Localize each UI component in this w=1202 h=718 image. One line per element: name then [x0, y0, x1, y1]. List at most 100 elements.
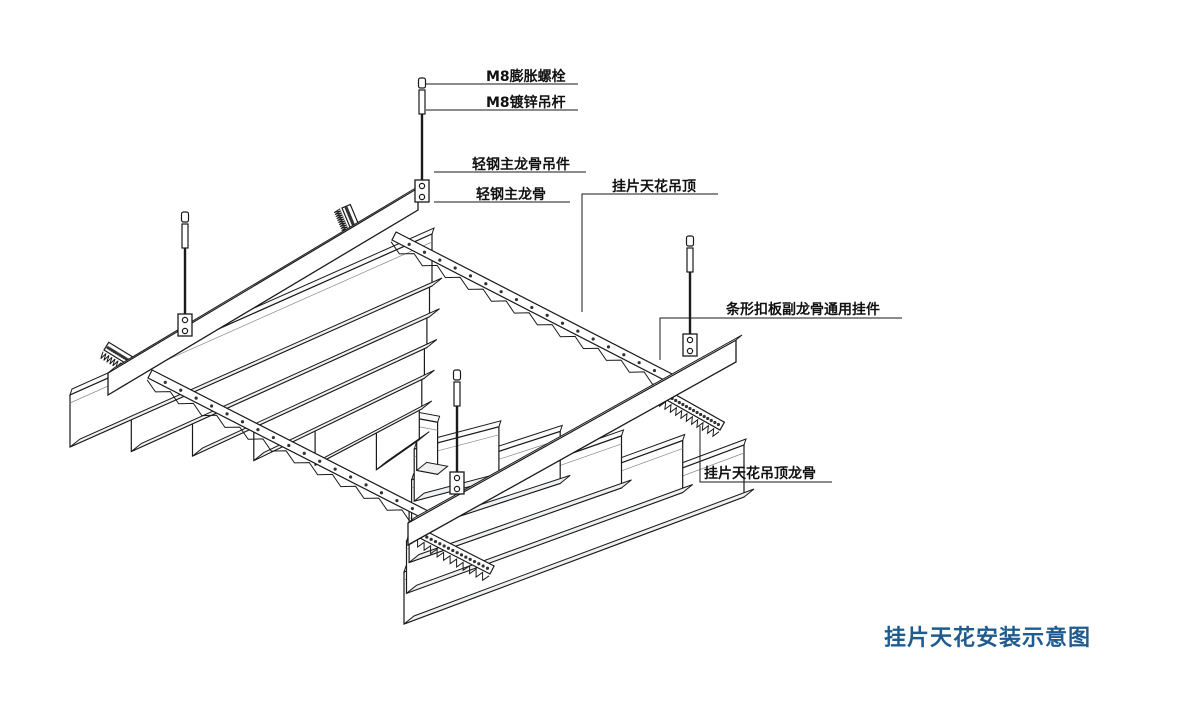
- carrier-hole: [451, 548, 455, 553]
- carrier-hole: [514, 297, 519, 302]
- main-keel: [407, 334, 743, 547]
- carrier-hole: [348, 475, 353, 479]
- carrier-hole: [240, 420, 245, 424]
- carrier-teeth: [146, 379, 426, 523]
- carrier-hole: [459, 553, 464, 557]
- hanger-screw: [453, 474, 461, 482]
- carrier-hole: [438, 258, 442, 262]
- diagram-title: 挂片天花安装示意图: [884, 626, 1092, 651]
- main-keel-hanger: [449, 471, 465, 495]
- carrier-hole: [706, 416, 710, 421]
- panel-bottom-return: [408, 479, 632, 563]
- hanger-rod-assembly: [414, 77, 430, 203]
- carrier-hole: [477, 562, 481, 566]
- carrier-hole: [545, 313, 549, 317]
- carrier-hole: [652, 368, 657, 373]
- hanger-screw: [418, 193, 426, 201]
- carrier-hole: [499, 290, 503, 294]
- carrier-hole: [681, 402, 685, 407]
- carrier-hole: [318, 459, 322, 463]
- carrier-hole: [677, 400, 681, 405]
- carrier-hole: [410, 506, 414, 511]
- carrier-hole: [464, 555, 468, 559]
- carrier-hole: [225, 412, 229, 416]
- panel-fold-line: [416, 426, 438, 431]
- carrier-hole: [622, 353, 626, 357]
- m8-expansion-bolt: [452, 369, 462, 381]
- carrier-hole: [429, 537, 433, 541]
- carrier-hole: [271, 435, 275, 440]
- hanger-screw: [686, 336, 694, 344]
- label-main-keel: 轻钢主龙骨: [476, 187, 546, 203]
- label-hanger: 轻钢主龙骨吊件: [472, 157, 570, 173]
- carrier-hole: [302, 451, 306, 455]
- carrier-hole: [407, 242, 411, 246]
- label-carrier: 挂片天花吊顶龙骨: [704, 466, 816, 482]
- carrier-hole: [709, 418, 713, 423]
- carrier-hole: [695, 410, 699, 415]
- m8-expansion-bolt: [685, 235, 695, 247]
- carrier-hole: [468, 274, 473, 278]
- carrier-hole: [446, 546, 451, 550]
- bolt-sleeve: [418, 89, 426, 115]
- hanger-rod-assembly: [682, 235, 698, 357]
- carrier-hole: [606, 345, 611, 349]
- carrier-hole: [256, 428, 260, 432]
- m8-expansion-bolt: [417, 77, 427, 89]
- carrier-hole: [425, 535, 429, 539]
- carrier-hole: [194, 396, 198, 400]
- carrier-hole: [438, 542, 442, 546]
- main-keel-hanger: [414, 179, 430, 203]
- panel-bottom-return: [253, 369, 435, 462]
- hanger-screw: [418, 182, 426, 190]
- carrier-hole: [442, 544, 446, 548]
- carrier-hole: [472, 559, 477, 564]
- carrier-hole: [713, 420, 717, 425]
- carrier-hole: [702, 414, 706, 419]
- leader-lines: [426, 83, 902, 483]
- carrier-hole: [699, 412, 703, 417]
- bolt-sleeve: [453, 381, 461, 407]
- label-clip: 条形扣板副龙骨通用挂件: [726, 302, 880, 318]
- label-rod: M8镀锌吊杆: [486, 95, 566, 111]
- panel-bottom-return: [403, 488, 755, 625]
- main-keel-flange: [407, 334, 743, 524]
- main-keel-hanger: [682, 333, 698, 357]
- carrier-hole: [163, 380, 167, 384]
- carrier-hole: [453, 266, 457, 270]
- carrier-hole: [716, 422, 721, 427]
- main-keel-hanger: [177, 313, 193, 337]
- carrier-teeth: [390, 241, 668, 385]
- hanger-screw: [453, 485, 461, 493]
- m8-expansion-bolt: [180, 211, 190, 223]
- carrier-hole: [591, 337, 595, 341]
- carrier-hole: [455, 551, 459, 555]
- carrier-hole: [560, 321, 565, 325]
- carrier-hole: [433, 539, 438, 544]
- hanger-screw: [686, 347, 694, 355]
- panel-bottom-return: [415, 461, 449, 475]
- hanger-screw: [181, 316, 189, 324]
- hanger-rod-assembly: [177, 211, 193, 337]
- carrier-hole: [691, 408, 696, 413]
- panel-bottom-return: [376, 431, 430, 471]
- carrier-teeth: [410, 535, 490, 582]
- carrier-hole: [287, 443, 291, 448]
- carrier-hole: [209, 404, 214, 408]
- leader-line: [581, 193, 718, 312]
- carrier-hole: [484, 282, 488, 286]
- carrier-hole: [333, 467, 337, 471]
- leader-line: [699, 426, 832, 483]
- carrier-hole: [684, 404, 689, 409]
- carrier-hole: [468, 557, 472, 561]
- carrier-hole: [364, 483, 368, 487]
- ceiling-panels: [69, 227, 755, 625]
- bolt-sleeve: [181, 223, 189, 249]
- leader-line: [659, 317, 902, 360]
- carrier-hole: [485, 566, 490, 570]
- carrier-hole: [576, 329, 580, 333]
- carrier-keel: [146, 369, 431, 523]
- carrier-hole: [637, 361, 641, 365]
- carrier-hole: [179, 388, 183, 392]
